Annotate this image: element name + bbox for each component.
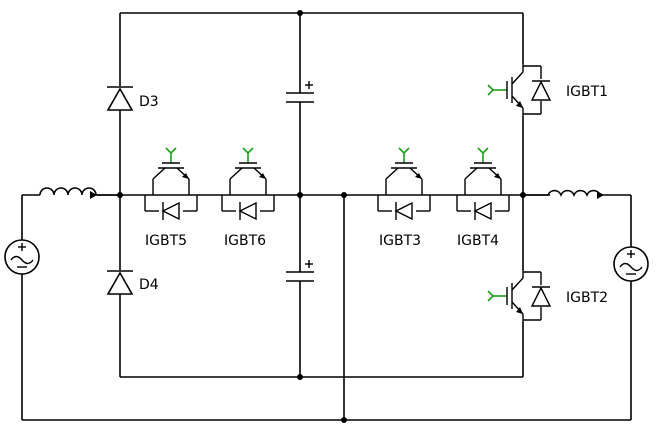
label-d4: D4 [139, 277, 159, 293]
inductor-icon [39, 187, 120, 199]
label-d3: D3 [139, 94, 159, 110]
igbt-icon [221, 147, 275, 221]
igbt-icon [487, 269, 551, 323]
igbt-icon [456, 147, 510, 221]
igbt-icon [144, 147, 198, 221]
igbt-icon [377, 147, 431, 221]
diode-icon [106, 86, 134, 111]
label-igbt4: IGBT4 [457, 233, 499, 249]
capacitor-icon [286, 260, 314, 282]
inductor-icon [523, 189, 604, 199]
label-igbt3: IGBT3 [379, 233, 421, 249]
label-igbt6: IGBT6 [224, 233, 266, 249]
capacitor-icon [286, 81, 314, 103]
igbt-icon [487, 63, 551, 117]
ac-source-icon [4, 239, 40, 275]
diode-icon [106, 270, 134, 295]
label-igbt2: IGBT2 [566, 290, 608, 306]
label-igbt1: IGBT1 [566, 84, 608, 100]
wires [21, 12, 632, 421]
label-igbt5: IGBT5 [145, 233, 187, 249]
ac-source-icon [613, 246, 649, 282]
